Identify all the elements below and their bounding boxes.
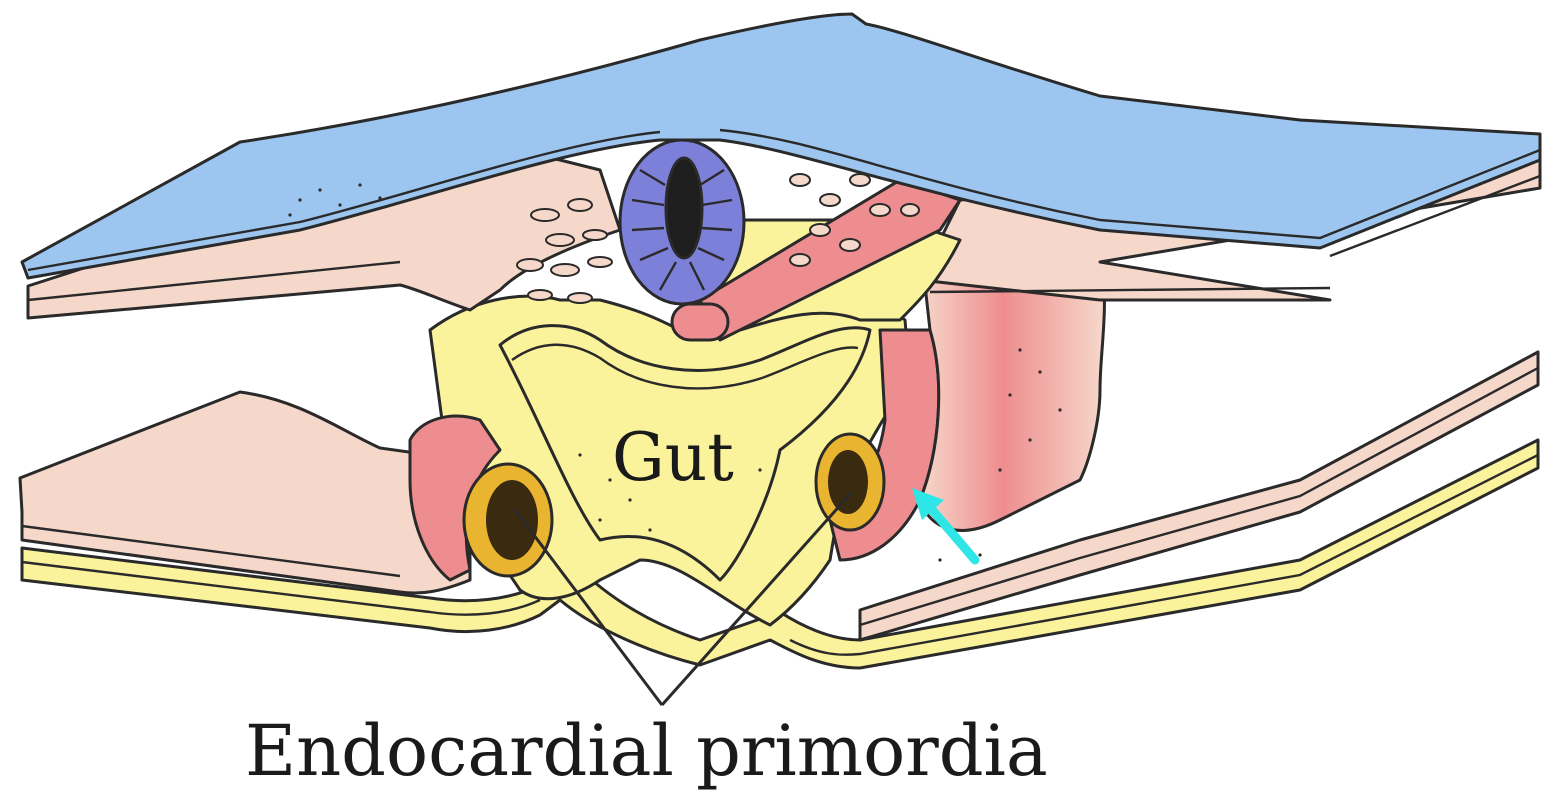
endocardial-primordia-label: Endocardial primordia bbox=[245, 710, 1048, 792]
gut-label: Gut bbox=[612, 419, 734, 496]
left-endocardial-primordium bbox=[464, 464, 552, 576]
neural-tube bbox=[620, 140, 744, 304]
right-endocardial-primordium bbox=[816, 434, 884, 530]
